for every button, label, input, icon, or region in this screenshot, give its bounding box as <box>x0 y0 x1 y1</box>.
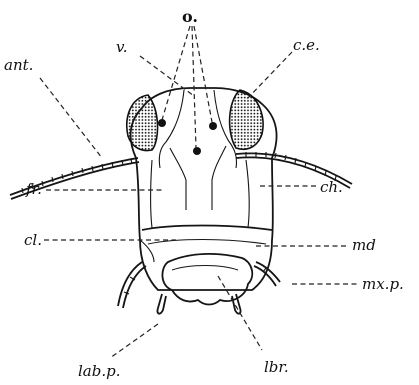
right-ocellus <box>209 122 217 130</box>
label-labial-palp: lab.p. <box>78 362 120 380</box>
label-frons: fr. <box>25 180 42 198</box>
clypeus <box>140 226 272 263</box>
label-compound-eye: c.e. <box>293 36 320 54</box>
left-compound-eye <box>127 95 158 150</box>
label-maxillary-palp: mx.p. <box>362 275 404 293</box>
labrum <box>162 254 252 305</box>
label-cheek: ch. <box>320 178 343 196</box>
label-mandible: md <box>352 236 376 254</box>
left-ocellus <box>158 119 166 127</box>
median-ocellus <box>193 147 201 155</box>
label-ocelli: o. <box>182 7 198 26</box>
label-clypeus: cl. <box>24 231 42 249</box>
right-compound-eye <box>230 90 263 149</box>
label-vertex: v. <box>116 38 127 56</box>
labial-palps <box>157 294 240 314</box>
ocelli <box>158 119 217 155</box>
label-antenna: ant. <box>4 56 33 74</box>
label-labrum: lbr. <box>264 358 289 376</box>
leader-lines <box>40 26 358 358</box>
